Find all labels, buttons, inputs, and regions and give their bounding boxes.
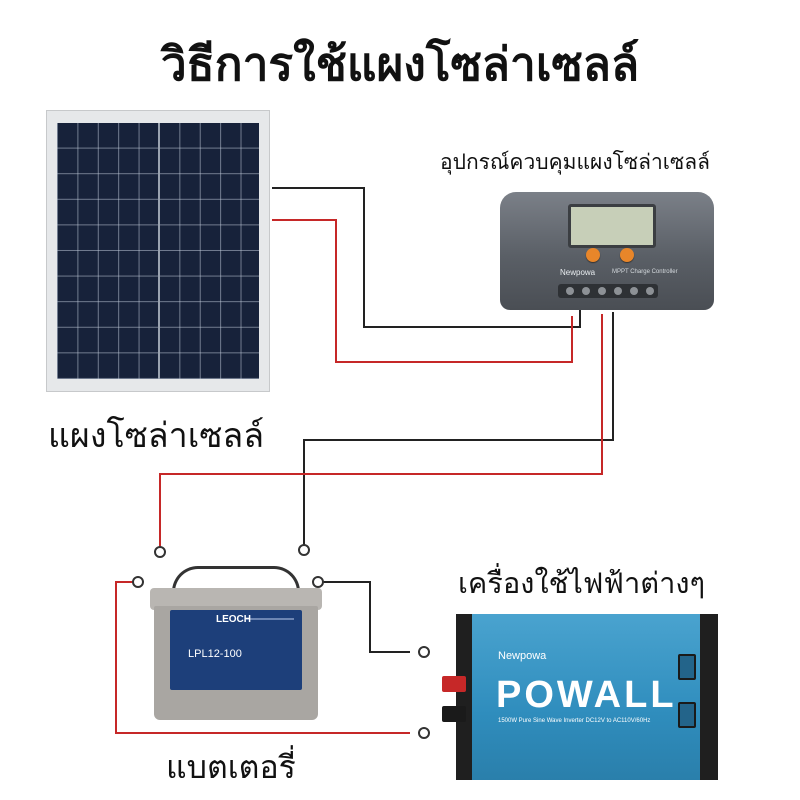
controller-brand-text: Newpowa	[560, 268, 596, 277]
battery-brand-text: LEOCH	[216, 614, 251, 625]
controller-terminal	[614, 287, 622, 295]
battery-model-text: LPL12-100	[188, 648, 242, 660]
ring-terminal	[418, 646, 430, 658]
inverter-brand-text: Newpowa	[498, 650, 547, 662]
panel-negative-wire	[272, 187, 581, 328]
solar-panel-image	[46, 110, 270, 392]
battery-inverter-positive-wire	[115, 581, 410, 734]
controller-battery-positive-wire	[159, 314, 603, 550]
inverter-outlet	[678, 702, 696, 728]
charge-controller-label: อุปกรณ์ควบคุมแผงโซล่าเซลล์	[440, 150, 710, 174]
controller-terminal	[630, 287, 638, 295]
controller-terminal	[582, 287, 590, 295]
inverter-outlet	[678, 654, 696, 680]
inverter-image: Newpowa POWALL 1500W Pure Sine Wave Inve…	[442, 614, 718, 780]
page-title: วิธีการใช้แผงโซล่าเซลล์	[160, 37, 640, 91]
solar-panel-divider	[158, 123, 160, 379]
controller-knob-right	[620, 248, 634, 262]
inverter-body	[456, 614, 718, 780]
controller-terminal	[566, 287, 574, 295]
controller-battery-negative-wire	[303, 312, 614, 548]
ring-terminal	[298, 544, 310, 556]
ring-terminal	[312, 576, 324, 588]
controller-model-text: MPPT Charge Controller	[612, 269, 678, 275]
charge-controller-image: Newpowa MPPT Charge Controller	[500, 192, 714, 310]
battery-label-line	[246, 618, 294, 620]
controller-knob-left	[586, 248, 600, 262]
battery-inverter-negative-wire	[320, 581, 410, 653]
ring-terminal	[132, 576, 144, 588]
controller-terminal-block	[558, 284, 658, 298]
battery-label: แบตเตอรี่	[166, 748, 296, 786]
inverter-endcap-right	[700, 614, 718, 780]
controller-terminal	[598, 287, 606, 295]
ring-terminal	[418, 727, 430, 739]
panel-positive-wire	[272, 219, 573, 363]
battery-lid	[150, 588, 322, 610]
battery-label-sticker	[170, 610, 302, 690]
controller-terminal	[646, 287, 654, 295]
inverter-product-text: POWALL	[496, 674, 677, 716]
inverter-positive-post	[442, 676, 466, 692]
battery-image: LEOCH LPL12-100	[150, 566, 322, 720]
charge-controller-lcd	[568, 204, 656, 248]
inverter-endcap-left	[456, 614, 472, 780]
solar-panel-label: แผงโซล่าเซลล์	[48, 416, 265, 456]
appliances-label: เครื่องใช้ไฟฟ้าต่างๆ	[458, 566, 706, 600]
inverter-negative-post	[442, 706, 466, 722]
ring-terminal	[154, 546, 166, 558]
inverter-spec-text: 1500W Pure Sine Wave Inverter DC12V to A…	[498, 718, 651, 724]
